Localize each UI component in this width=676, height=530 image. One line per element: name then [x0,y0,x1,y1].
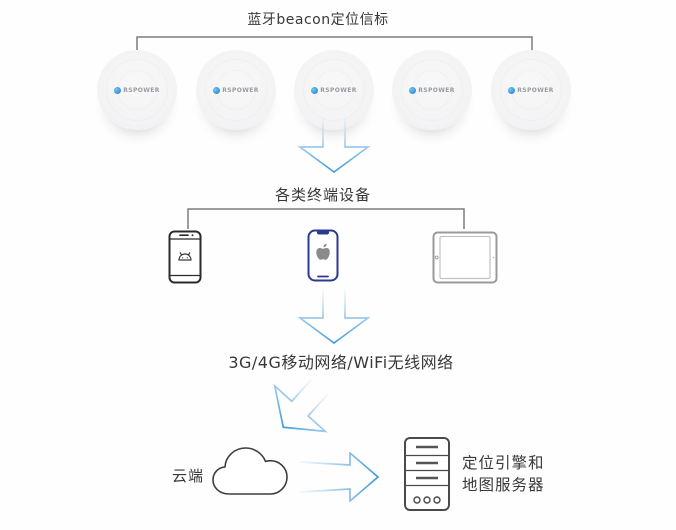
beacon-device: RSPOWER [196,50,276,130]
beacon-device: RSPOWER [294,50,374,130]
server-label-line1: 定位引擎和 [462,454,545,472]
beacon-logo-label: RSPOWER [517,86,554,94]
cloud-label: 云端 [172,467,205,485]
android-phone-icon [168,230,202,284]
beacon-brand-logo: RSPOWER [311,86,357,94]
beacon-device: RSPOWER [491,50,571,130]
beacon-logo-label: RSPOWER [418,86,455,94]
beacon-bracket-line [136,36,533,51]
beacon-brand-logo: RSPOWER [213,86,259,94]
beacon-brand-logo: RSPOWER [508,86,554,94]
beacon-device: RSPOWER [392,50,472,130]
server-label-line2: 地图服务器 [462,475,545,494]
android-robot-icon [178,252,192,261]
network-label: 3G/4G移动网络/WiFi无线网络 [228,353,454,372]
arrow-down-left-icon [273,379,329,433]
arrow-down-icon [297,118,371,174]
cloud-icon [212,447,288,495]
beacon-logo-label: RSPOWER [222,86,259,94]
beacon-logo-icon [409,86,417,94]
beacon-section-title: 蓝牙beacon定位信标 [247,12,389,28]
beacon-logo-label: RSPOWER [320,86,357,94]
beacon-logo-icon [114,86,122,94]
beacon-logo-icon [213,86,221,94]
iphone-icon [307,229,339,282]
arrow-down-icon [297,289,371,345]
server-label: 定位引擎和 地图服务器 [462,453,545,496]
beacon-logo-icon [508,86,516,94]
server-icon [404,437,450,511]
beacon-device: RSPOWER [97,50,177,130]
arrow-right-icon [298,452,380,502]
beacon-logo-label: RSPOWER [123,86,160,94]
beacon-logo-icon [311,86,319,94]
beacon-brand-logo: RSPOWER [114,86,160,94]
tablet-icon [432,231,498,284]
beacon-brand-logo: RSPOWER [409,86,455,94]
device-section-title: 各类终端设备 [274,186,372,204]
apple-logo-icon [316,243,330,260]
tablet-camera-icon [434,255,439,260]
device-bracket-line [187,208,465,229]
